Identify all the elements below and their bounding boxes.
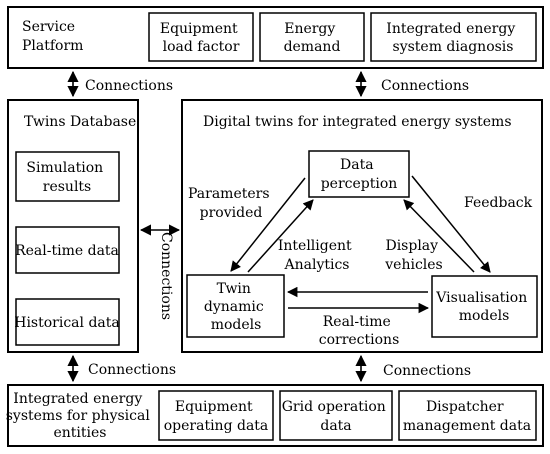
- physical-entities-label: Integrated energy systems for physical e…: [6, 391, 155, 441]
- equipment-load-factor-label: Equipment load factor: [160, 21, 242, 55]
- display-arrow-up: [403, 199, 475, 273]
- display-vehicles-label: Display vehicles: [384, 238, 442, 273]
- service-platform-label: Service Platform: [22, 19, 83, 54]
- parameters-arrow-down: [230, 177, 306, 272]
- equipment-operating-data-box: Equipment operating data: [158, 390, 274, 441]
- connection-top-right: Connections: [355, 70, 469, 98]
- real-time-data-label: Real-time data: [15, 243, 119, 259]
- dispatcher-management-data-box: Dispatcher management data: [398, 390, 537, 441]
- connection-middle: Connections: [139, 224, 181, 320]
- energy-demand-box: Energy demand: [259, 12, 365, 62]
- twins-database-label: Twins Database: [24, 114, 136, 130]
- feedback-label: Feedback: [464, 195, 533, 211]
- connection-bottom-right-label: Connections: [383, 363, 471, 379]
- twin-dynamic-models-label: Twin dynamic models: [204, 281, 268, 333]
- historical-data-box: Historical data: [14, 298, 120, 346]
- analytics-arrow-up: [247, 199, 314, 273]
- connection-bottom-left: Connections: [67, 354, 176, 383]
- parameters-provided-label: Parameters provided: [188, 186, 274, 221]
- equipment-load-factor-box: Equipment load factor: [148, 12, 254, 62]
- data-perception-node: Data perception: [308, 150, 410, 198]
- grid-operation-data-box: Grid operation data: [279, 390, 393, 441]
- twin-dynamic-models-node: Twin dynamic models: [186, 274, 285, 338]
- simulation-results-box: Simulation results: [15, 151, 120, 202]
- real-time-data-box: Real-time data: [15, 226, 120, 274]
- historical-data-label: Historical data: [14, 315, 120, 331]
- connection-top-left: Connections: [67, 70, 173, 98]
- digital-twins-panel: Digital twins for integrated energy syst…: [181, 99, 543, 353]
- visualisation-models-label: Visualisation models: [435, 290, 531, 324]
- system-diagnosis-label: Integrated energy system diagnosis: [386, 21, 519, 55]
- connection-bottom-right: Connections: [355, 354, 471, 383]
- physical-entities-panel: Integrated energy systems for physical e…: [6, 384, 544, 447]
- data-perception-label: Data perception: [321, 157, 398, 192]
- connection-top-right-label: Connections: [381, 78, 469, 94]
- simulation-results-label: Simulation results: [26, 160, 107, 195]
- connection-top-left-label: Connections: [85, 78, 173, 94]
- feedback-arrow-down: [411, 175, 491, 273]
- dispatcher-management-data-label: Dispatcher management data: [403, 399, 531, 434]
- service-platform-panel: Service Platform Equipment load factor E…: [7, 6, 544, 69]
- grid-operation-data-label: Grid operation data: [282, 399, 390, 434]
- digital-twins-label: Digital twins for integrated energy syst…: [203, 114, 512, 130]
- visualisation-models-node: Visualisation models: [431, 275, 538, 338]
- connection-bottom-left-label: Connections: [88, 362, 176, 378]
- twins-database-panel: Twins Database Simulation results Real-t…: [7, 99, 139, 353]
- system-diagnosis-box: Integrated energy system diagnosis: [370, 12, 537, 62]
- energy-demand-label: Energy demand: [284, 21, 341, 55]
- equipment-operating-data-label: Equipment operating data: [164, 399, 269, 434]
- real-time-corrections-label: Real-time corrections: [319, 314, 400, 348]
- connection-middle-label: Connections: [158, 232, 174, 320]
- intelligent-analytics-label: Intelligent Analytics: [278, 238, 356, 273]
